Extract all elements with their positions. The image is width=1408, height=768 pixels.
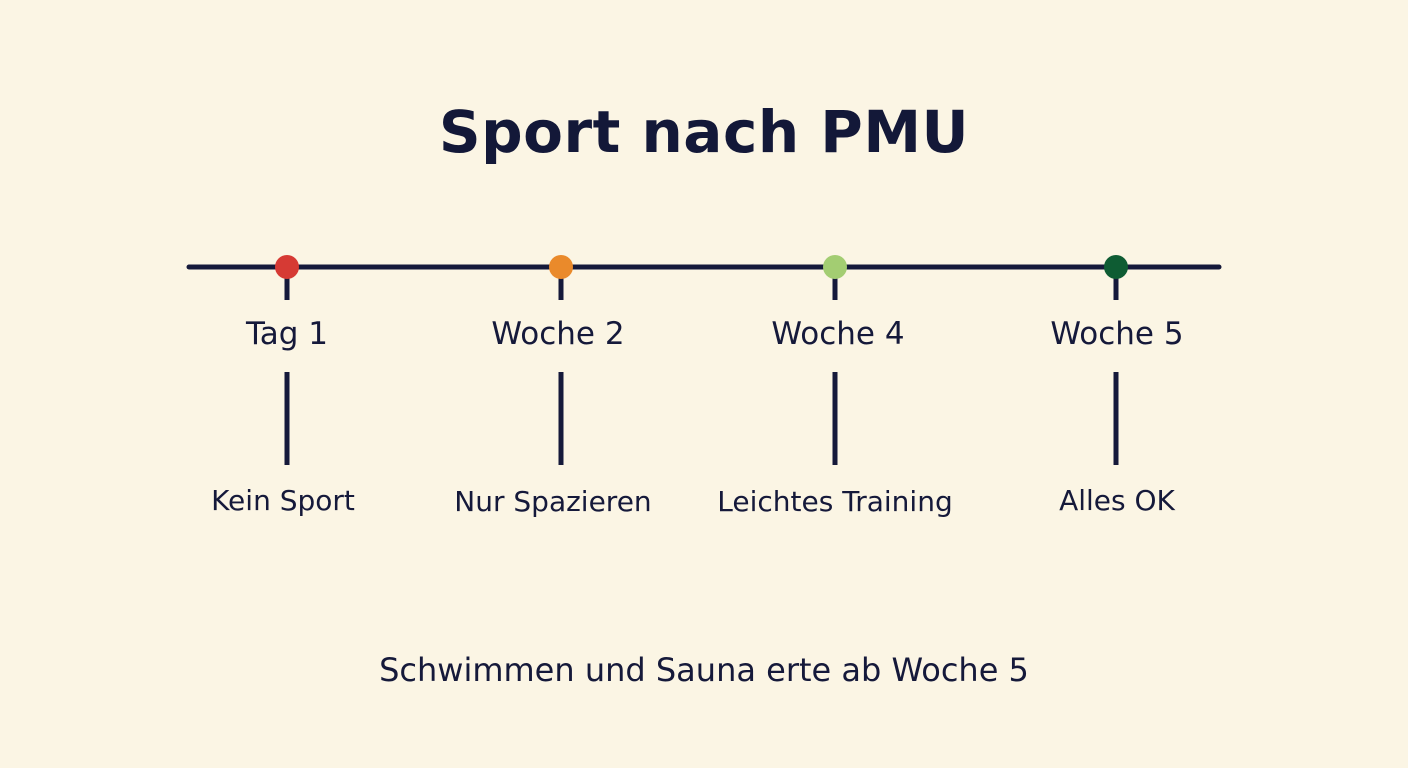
milestone-tag-1 xyxy=(275,255,299,465)
milestone-woche-4 xyxy=(823,255,847,465)
milestone-desc-woche-5: Alles OK xyxy=(1059,484,1175,517)
milestone-dot xyxy=(549,255,573,279)
milestone-dot xyxy=(823,255,847,279)
milestone-woche-2 xyxy=(549,255,573,465)
milestone-label-woche-2: Woche 2 xyxy=(491,316,625,352)
milestone-label-woche-4: Woche 4 xyxy=(771,316,905,352)
milestone-dot xyxy=(275,255,299,279)
milestone-label-tag-1: Tag 1 xyxy=(245,316,329,352)
milestone-label-woche-5: Woche 5 xyxy=(1050,316,1184,352)
page-title: Sport nach PMU xyxy=(438,98,970,166)
milestone-dot xyxy=(1104,255,1128,279)
milestone-desc-woche-2: Nur Spazieren xyxy=(454,485,652,518)
milestone-desc-woche-4: Leichtes Training xyxy=(717,485,953,518)
footnote: Schwimmen und Sauna erte ab Woche 5 xyxy=(379,651,1029,689)
milestone-desc-tag-1: Kein Sport xyxy=(211,484,355,517)
milestone-woche-5 xyxy=(1104,255,1128,465)
